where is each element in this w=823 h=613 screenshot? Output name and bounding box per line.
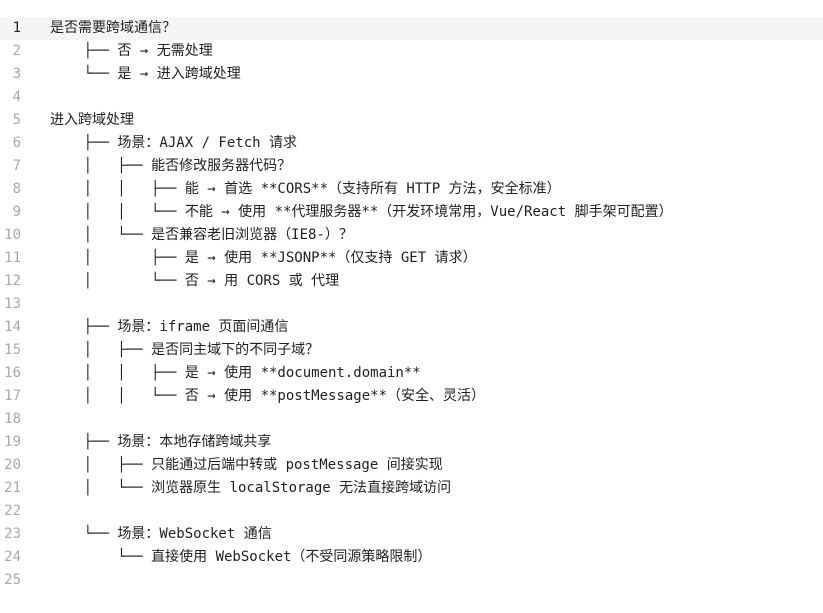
line-number: 13: [4, 296, 21, 312]
line-number: 23: [4, 526, 21, 542]
code-line[interactable]: 7 │ ├── 能否修改服务器代码？: [0, 155, 823, 178]
line-text[interactable]: │ │ └── 否 → 使用 **postMessage**（安全、灵活）: [50, 388, 486, 404]
code-line[interactable]: 25: [0, 569, 823, 592]
line-number: 22: [4, 503, 21, 519]
line-text[interactable]: 是否需要跨域通信？: [50, 20, 176, 36]
line-number: 25: [4, 572, 21, 588]
code-line[interactable]: 14 ├── 场景：iframe 页面间通信: [0, 316, 823, 339]
line-number: 6: [12, 135, 21, 151]
code-line[interactable]: 8 │ │ ├── 能 → 首选 **CORS**（支持所有 HTTP 方法，安…: [0, 178, 823, 201]
line-number: 16: [4, 365, 21, 381]
code-line[interactable]: 12 │ └── 否 → 用 CORS 或 代理: [0, 270, 823, 293]
line-number: 18: [4, 411, 21, 427]
current-line-highlight: [0, 17, 823, 40]
code-line[interactable]: 4: [0, 86, 823, 109]
line-number: 15: [4, 342, 21, 358]
line-text[interactable]: │ └── 是否兼容老旧浏览器（IE8-）？: [50, 227, 353, 243]
line-number: 14: [4, 319, 21, 335]
line-number: 2: [12, 43, 21, 59]
line-text[interactable]: │ ├── 是 → 使用 **JSONP**（仅支持 GET 请求）: [50, 250, 477, 266]
line-text[interactable]: │ │ └── 不能 → 使用 **代理服务器**（开发环境常用，Vue/Rea…: [50, 204, 673, 220]
code-line[interactable]: 5 进入跨域处理: [0, 109, 823, 132]
code-line[interactable]: 13: [0, 293, 823, 316]
line-text[interactable]: │ │ ├── 能 → 首选 **CORS**（支持所有 HTTP 方法，安全标…: [50, 181, 561, 197]
line-number: 12: [4, 273, 21, 289]
line-text[interactable]: │ ├── 是否同主域下的不同子域？: [50, 342, 320, 358]
line-number: 19: [4, 434, 21, 450]
line-text[interactable]: ├── 场景：AJAX / Fetch 请求: [50, 135, 298, 151]
line-number: 7: [12, 158, 21, 174]
line-text[interactable]: │ │ ├── 是 → 使用 **document.domain**: [50, 365, 421, 381]
code-line[interactable]: 23 └── 场景：WebSocket 通信: [0, 523, 823, 546]
code-line[interactable]: 11 │ ├── 是 → 使用 **JSONP**（仅支持 GET 请求）: [0, 247, 823, 270]
code-line[interactable]: 15 │ ├── 是否同主域下的不同子域？: [0, 339, 823, 362]
code-line[interactable]: 10 │ └── 是否兼容老旧浏览器（IE8-）？: [0, 224, 823, 247]
line-number: 3: [12, 66, 21, 82]
line-number: 1: [12, 20, 21, 36]
line-text[interactable]: └── 场景：WebSocket 通信: [50, 526, 272, 542]
line-text[interactable]: ├── 否 → 无需处理: [50, 43, 213, 59]
code-line[interactable]: 2 ├── 否 → 无需处理: [0, 40, 823, 63]
line-text[interactable]: ├── 场景：iframe 页面间通信: [50, 319, 289, 335]
line-number: 9: [12, 204, 21, 220]
code-line[interactable]: 9 │ │ └── 不能 → 使用 **代理服务器**（开发环境常用，Vue/R…: [0, 201, 823, 224]
line-number: 5: [12, 112, 21, 128]
code-line[interactable]: 17 │ │ └── 否 → 使用 **postMessage**（安全、灵活）: [0, 385, 823, 408]
code-line[interactable]: 3 └── 是 → 进入跨域处理: [0, 63, 823, 86]
line-text[interactable]: 进入跨域处理: [50, 112, 134, 128]
line-text[interactable]: │ ├── 能否修改服务器代码？: [50, 158, 292, 174]
line-text[interactable]: │ └── 否 → 用 CORS 或 代理: [50, 273, 340, 289]
code-line[interactable]: 22: [0, 500, 823, 523]
line-number: 4: [12, 89, 21, 105]
line-number: 24: [4, 549, 21, 565]
code-line[interactable]: 24 └── 直接使用 WebSocket（不受同源策略限制）: [0, 546, 823, 569]
code-line[interactable]: 6 ├── 场景：AJAX / Fetch 请求: [0, 132, 823, 155]
line-text[interactable]: └── 是 → 进入跨域处理: [50, 66, 241, 82]
line-number: 20: [4, 457, 21, 473]
line-text[interactable]: │ ├── 只能通过后端中转或 postMessage 间接实现: [50, 457, 443, 473]
line-text[interactable]: │ └── 浏览器原生 localStorage 无法直接跨域访问: [50, 480, 452, 496]
line-number: 8: [12, 181, 21, 197]
line-text[interactable]: ├── 场景：本地存储跨域共享: [50, 434, 272, 450]
line-number: 17: [4, 388, 21, 404]
code-line[interactable]: 18: [0, 408, 823, 431]
line-number: 10: [4, 227, 21, 243]
line-text[interactable]: └── 直接使用 WebSocket（不受同源策略限制）: [50, 549, 432, 565]
code-line[interactable]: 21 │ └── 浏览器原生 localStorage 无法直接跨域访问: [0, 477, 823, 500]
code-line[interactable]: 19 ├── 场景：本地存储跨域共享: [0, 431, 823, 454]
code-line[interactable]: 1 是否需要跨域通信？: [0, 17, 823, 40]
line-number: 21: [4, 480, 21, 496]
line-number: 11: [4, 250, 21, 266]
code-line[interactable]: 20 │ ├── 只能通过后端中转或 postMessage 间接实现: [0, 454, 823, 477]
code-line[interactable]: 16 │ │ ├── 是 → 使用 **document.domain**: [0, 362, 823, 385]
